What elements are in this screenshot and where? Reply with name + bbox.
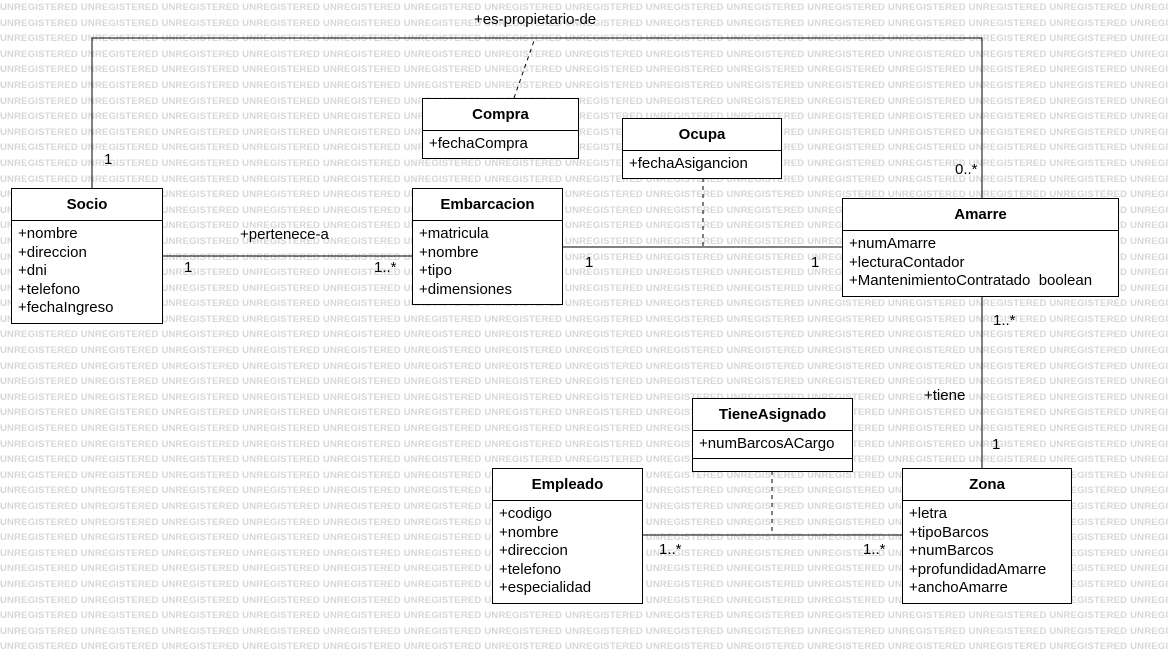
empleado-attr-nombre: +nombre xyxy=(499,523,559,541)
tiene-asignado-empleado-mult: 1..* xyxy=(659,541,682,558)
ocupa-attr-fechaasigancion: +fechaAsigancion xyxy=(629,155,748,172)
amarre-attr-mantenimiento: +MantenimientoContratado boolean xyxy=(849,272,1093,290)
pertenece-a-embarcacion-mult: 1..* xyxy=(374,259,397,276)
zona-attr-tipobarcos: +tipoBarcos xyxy=(909,523,989,541)
socio-attr-fechaingreso: +fechaIngreso xyxy=(18,299,114,317)
socio-attributes: +nombre +direccion +dni +telefono +fecha… xyxy=(12,221,162,322)
tiene-label: +tiene xyxy=(924,387,966,404)
amarre-class-name: Amarre xyxy=(843,199,1118,231)
socio-attr-direccion: +direccion xyxy=(18,243,87,261)
tieneasignado-attr-numbarcosacargo: +numBarcosACargo xyxy=(699,435,835,452)
embarcacion-class[interactable]: Embarcacion +matricula +nombre +tipo +di… xyxy=(412,188,563,305)
zona-attr-letra: +letra xyxy=(909,505,947,522)
tiene-asignado-zona-mult: 1..* xyxy=(863,541,886,558)
compra-link-line xyxy=(513,37,536,99)
tiene-amarre-mult: 1..* xyxy=(993,312,1016,329)
empleado-class[interactable]: Empleado +codigo +nombre +direccion +tel… xyxy=(492,468,643,604)
amarre-attr-lecturacontador: +lecturaContador xyxy=(849,253,965,271)
socio-attr-dni: +dni xyxy=(18,262,47,280)
ocupa-class[interactable]: Ocupa +fechaAsigancion xyxy=(622,118,782,179)
tieneasignado-operations xyxy=(693,457,852,469)
empleado-attr-especialidad: +especialidad xyxy=(499,579,592,597)
compra-class[interactable]: Compra +fechaCompra xyxy=(422,98,579,159)
tiene-zona-mult: 1 xyxy=(992,436,1001,453)
empleado-attributes: +codigo +nombre +direccion +telefono +es… xyxy=(493,501,642,602)
amarre-class[interactable]: Amarre +numAmarre +lecturaContador +Mant… xyxy=(842,198,1119,297)
ocupa-embarcacion-mult: 1 xyxy=(585,254,594,271)
es-propietario-de-socio-mult: 1 xyxy=(104,151,113,168)
es-propietario-de-label: +es-propietario-de xyxy=(474,11,597,28)
ocupa-attributes: +fechaAsigancion xyxy=(623,151,781,178)
zona-attr-profundidadamarre: +profundidadAmarre xyxy=(909,560,1047,578)
zona-class-name: Zona xyxy=(903,469,1071,501)
tieneasignado-class-name: TieneAsignado xyxy=(693,399,852,431)
empleado-attr-telefono: +telefono xyxy=(499,560,562,578)
amarre-attributes: +numAmarre +lecturaContador +Mantenimien… xyxy=(843,231,1118,295)
socio-class[interactable]: Socio +nombre +direccion +dni +telefono … xyxy=(11,188,163,324)
embarcacion-attr-dimensiones: +dimensiones xyxy=(419,280,512,298)
compra-class-name: Compra xyxy=(423,99,578,131)
empleado-class-name: Empleado xyxy=(493,469,642,501)
zona-attr-anchoamarre: +anchoAmarre xyxy=(909,579,1008,597)
amarre-attr-numamarre: +numAmarre xyxy=(849,235,937,252)
embarcacion-attributes: +matricula +nombre +tipo +dimensiones xyxy=(413,221,562,303)
embarcacion-attr-tipo: +tipo xyxy=(419,262,452,280)
tieneasignado-attributes: +numBarcosACargo xyxy=(693,431,852,458)
embarcacion-attr-matricula: +matricula xyxy=(419,225,489,242)
ocupa-class-name: Ocupa xyxy=(623,119,781,151)
socio-class-name: Socio xyxy=(12,189,162,221)
es-propietario-de-line xyxy=(91,37,983,199)
zona-attr-numbarcos: +numBarcos xyxy=(909,542,994,560)
socio-attr-nombre: +nombre xyxy=(18,225,78,242)
tieneasignado-class[interactable]: TieneAsignado +numBarcosACargo xyxy=(692,398,853,472)
compra-attr-fechacompra: +fechaCompra xyxy=(429,135,528,152)
es-propietario-de-amarre-mult: 0..* xyxy=(955,161,978,178)
zona-attributes: +letra +tipoBarcos +numBarcos +profundid… xyxy=(903,501,1071,602)
empleado-attr-codigo: +codigo xyxy=(499,505,552,522)
empleado-attr-direccion: +direccion xyxy=(499,542,568,560)
ocupa-amarre-mult: 1 xyxy=(811,254,820,271)
embarcacion-class-name: Embarcacion xyxy=(413,189,562,221)
pertenece-a-socio-mult: 1 xyxy=(184,259,193,276)
embarcacion-attr-nombre: +nombre xyxy=(419,243,479,261)
pertenece-a-label: +pertenece-a xyxy=(240,226,329,243)
socio-attr-telefono: +telefono xyxy=(18,280,81,298)
zona-class[interactable]: Zona +letra +tipoBarcos +numBarcos +prof… xyxy=(902,468,1072,604)
compra-attributes: +fechaCompra xyxy=(423,131,578,158)
